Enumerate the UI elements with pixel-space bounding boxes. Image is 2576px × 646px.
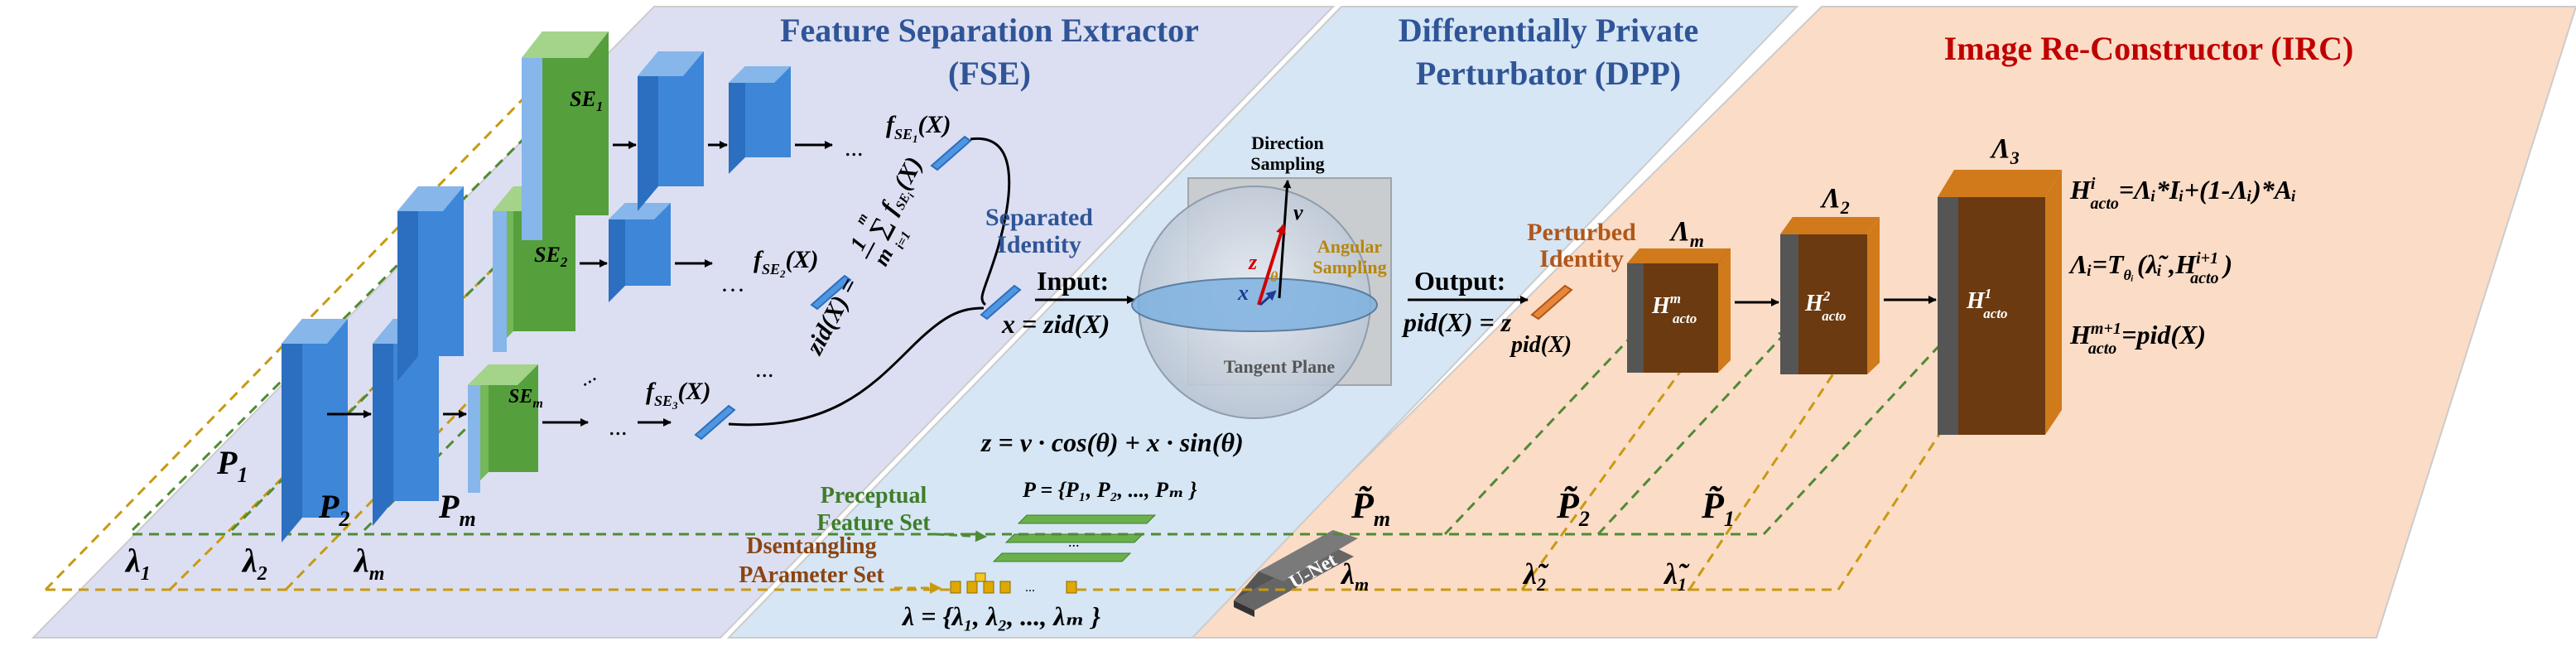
merge-curves — [728, 137, 1011, 427]
p2-label: P2 — [318, 488, 349, 531]
angular-line2: Sampling — [1312, 257, 1386, 277]
disentangling-line1: Dsentangling — [746, 533, 876, 559]
irc-block-m — [1627, 248, 1731, 373]
bars-dots: ... — [1068, 533, 1080, 550]
irc-block-2 — [1780, 217, 1880, 374]
sem-label: SEm — [508, 386, 543, 411]
tangent-label: Tangent Plane — [1224, 356, 1336, 377]
irc-block-3 — [1938, 170, 2062, 435]
fse-block-row1-a — [638, 51, 704, 211]
v-vector — [1278, 180, 1292, 299]
perceptual-line1: Preceptual — [821, 483, 927, 509]
p-set: P = {P₁, P₂, ..., Pₘ } — [1022, 478, 1197, 502]
fse-block-row1-b — [729, 66, 791, 174]
perturbed-line1: Perturbed — [1527, 219, 1636, 246]
a3-label: Λ3 — [1990, 133, 2020, 168]
pm-label: Pm — [438, 488, 476, 531]
lambda-set: λ = {λ₁, λ₂, ..., λₘ } — [901, 601, 1100, 631]
ellipsis-row3: ... — [609, 413, 628, 441]
z-vector — [1257, 224, 1286, 306]
pid-label: pid(X) — [1509, 332, 1572, 358]
l2-label: λ2 — [241, 542, 267, 585]
irc-arrows — [1735, 296, 1937, 306]
se2-label: SE2 — [534, 243, 568, 270]
separated-line1: Separated — [985, 204, 1093, 231]
v-label: v — [1293, 200, 1303, 224]
fse-block-row2-b — [609, 203, 671, 302]
perceptual-arrow — [935, 530, 987, 542]
unet-block — [1234, 530, 1358, 617]
z-formula: z = v · cos(θ) + x · sin(θ) — [980, 427, 1244, 457]
fse1-label: fSE1(X) — [886, 111, 951, 145]
pt1-label: P̃1 — [1701, 485, 1735, 531]
cubes-dots: ... — [1025, 581, 1035, 595]
lm-label: λm — [353, 542, 384, 585]
a2-label: Λ2 — [1820, 183, 1850, 218]
tangent-ellipse — [1131, 277, 1378, 332]
pt2-label: P̃2 — [1556, 485, 1590, 531]
disentangling-line2: PArameter Set — [739, 562, 884, 588]
direction-line1: Direction — [1251, 133, 1324, 153]
fse3-label: fSE3(X) — [646, 378, 711, 412]
p1-label: P1 — [216, 444, 248, 487]
fse-title-line2: (FSE) — [948, 55, 1031, 92]
fse-arrows — [327, 141, 833, 427]
input-label: Input: — [1037, 266, 1109, 296]
fse-block-sem — [468, 364, 538, 493]
perceptual-bars — [992, 514, 1157, 562]
lt2-label: λ̃2 — [1522, 557, 1549, 595]
angular-line1: Angular — [1317, 236, 1382, 257]
perturbed-line2: Identity — [1539, 245, 1624, 272]
input-formula: x = zid(X) — [1001, 309, 1110, 339]
dpp-title-line1: Differentially Private — [1399, 12, 1698, 49]
ptm-label: P̃m — [1351, 485, 1390, 531]
x-vector — [1259, 290, 1277, 306]
irc-title: Image Re-Constructor (IRC) — [1944, 30, 2354, 67]
se1-label: SE1 — [570, 87, 603, 114]
x-label: x — [1237, 281, 1249, 305]
am-label: Λm — [1669, 216, 1704, 251]
separated-line2: Identity — [997, 231, 1081, 258]
fse-block-p1 — [282, 319, 348, 542]
ellipsis-row2: ··· — [720, 277, 745, 304]
ellipsis-row3b: ... — [755, 355, 774, 383]
theta-label: θ — [1270, 268, 1278, 285]
fse-blocks — [282, 31, 791, 542]
fse-block-row2-a — [397, 186, 464, 381]
irc-dashed-lines — [969, 328, 1997, 591]
ellipsis-row1: ... — [845, 134, 864, 162]
output-formula: pid(X) = z — [1401, 307, 1512, 337]
z-label: z — [1248, 250, 1258, 274]
fse-title-line1: Feature Separation Extractor — [780, 12, 1199, 49]
ltm-label: λm — [1340, 557, 1369, 595]
fse2-label: fSE2(X) — [754, 246, 819, 280]
irc-panel — [1182, 6, 2576, 639]
dpp-title-line2: Perturbator (DPP) — [1416, 55, 1681, 92]
l1-label: λ1 — [124, 542, 151, 585]
lambda-cubes — [950, 572, 1077, 594]
output-label: Output: — [1414, 266, 1505, 296]
direction-line2: Sampling — [1250, 153, 1324, 174]
feature-slices — [694, 135, 1022, 441]
fse-block-se1 — [522, 31, 609, 240]
perceptual-line2: Feature Set — [816, 510, 931, 536]
perturbed-slice — [1530, 284, 1573, 321]
